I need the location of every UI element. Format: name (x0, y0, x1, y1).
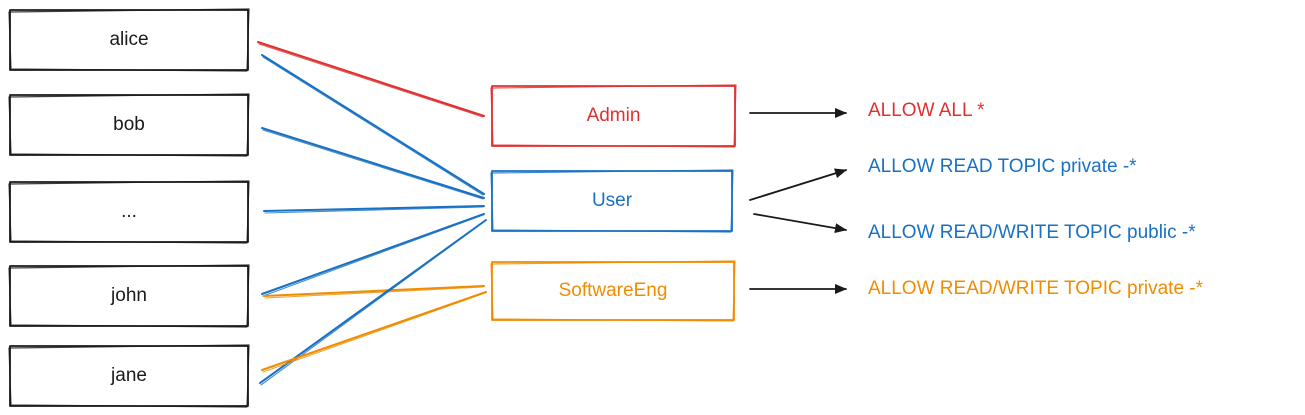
group-label-softwareeng: SoftwareEng (559, 280, 668, 301)
permission-readwrite-public: ALLOW READ/WRITE TOPIC public -* (868, 222, 1196, 243)
connector-ellipsis-user (263, 205, 485, 214)
connector-jane-user (259, 219, 487, 386)
membership-connectors (257, 41, 487, 386)
connector-alice-user (261, 54, 485, 196)
user-node-ellipsis: ... (8, 180, 250, 244)
user-node-bob: bob (8, 93, 250, 157)
group-node-admin: Admin (490, 84, 737, 148)
connector-alice-admin (257, 41, 485, 118)
permission-readwrite-private: ALLOW READ/WRITE TOPIC private -* (868, 278, 1204, 299)
arrow-to-read-private (749, 168, 847, 201)
group-label-admin: Admin (587, 105, 641, 126)
user-node-alice: alice (8, 8, 250, 72)
group-label-user: User (592, 190, 633, 211)
permissions: ALLOW ALL * ALLOW READ TOPIC private -* AL… (868, 100, 1204, 299)
user-label-bob: bob (113, 114, 145, 135)
user-node-john: john (8, 264, 250, 328)
arrow-to-readwrite-public (753, 213, 847, 234)
user-label-alice: alice (109, 29, 148, 50)
connector-jane-softwareeng (261, 291, 487, 373)
connector-john-user (261, 213, 485, 297)
user-label-ellipsis: ... (121, 201, 137, 222)
connector-bob-user (261, 127, 485, 200)
user-label-jane: jane (110, 365, 147, 386)
user-node-jane: jane (8, 344, 250, 408)
group-node-softwareeng: SoftwareEng (490, 260, 736, 322)
group-node-user: User (490, 169, 734, 233)
user-label-john: john (110, 285, 147, 306)
permission-allow-all: ALLOW ALL * (868, 100, 985, 121)
connector-john-softwareeng (263, 285, 485, 299)
grant-arrows (749, 108, 847, 294)
permission-read-private: ALLOW READ TOPIC private -* (868, 156, 1137, 177)
